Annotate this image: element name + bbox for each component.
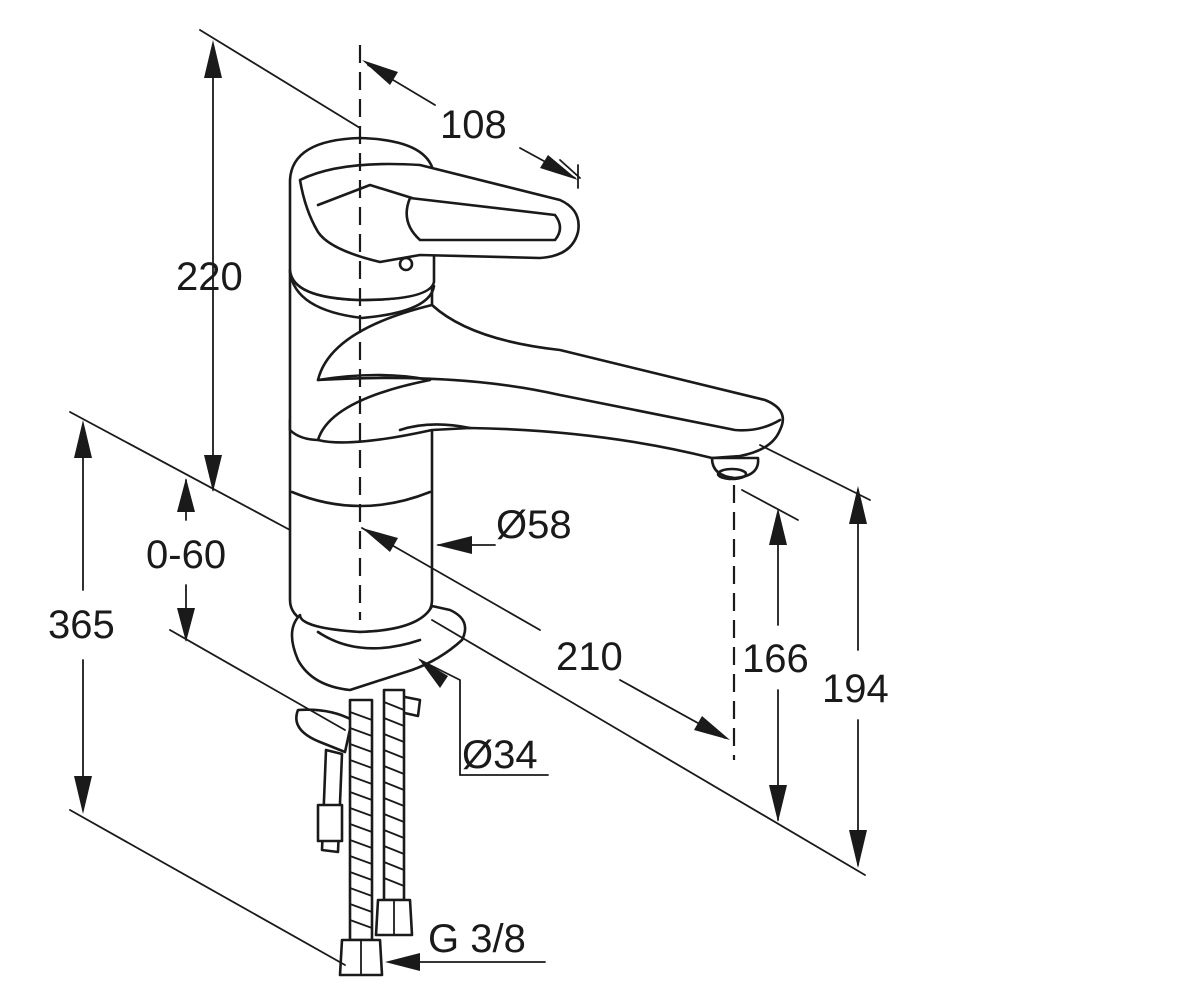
faucet [288, 136, 785, 977]
arrow-0-60-top [177, 478, 195, 512]
faucet-base-ring [316, 630, 422, 650]
label-194: 194 [822, 667, 889, 711]
ext-line-counter-top-2 [431, 619, 866, 876]
arrow-166-top [769, 508, 787, 545]
faucet-spout-top [316, 376, 782, 432]
ext-line-aerator [759, 444, 871, 501]
arrow-210-right [694, 716, 730, 740]
ext-line-top-left [199, 29, 361, 129]
ext-line-counter-bottom [169, 629, 346, 731]
label-365: 365 [48, 603, 115, 647]
leader-34 [419, 659, 549, 776]
label-166: 166 [742, 637, 809, 681]
faucet-set-screw [398, 256, 414, 272]
arrowheads [74, 40, 867, 971]
arrow-194-top [849, 486, 867, 524]
ext-line-outlet [741, 489, 799, 521]
label-0-60: 0-60 [146, 533, 226, 577]
arrow-108-left [362, 60, 398, 85]
faucet-lever [298, 162, 580, 264]
faucet-collar [288, 270, 436, 320]
arrow-166-bottom [769, 785, 787, 822]
label-diameter-34: Ø34 [462, 733, 538, 777]
arrow-58 [436, 536, 472, 554]
label-220: 220 [176, 255, 243, 299]
arrow-0-60-bottom [177, 608, 195, 642]
arrow-365-bottom [74, 776, 92, 814]
label-diameter-58: Ø58 [496, 503, 572, 547]
arrow-108-right [540, 155, 578, 180]
ext-line-108-right-tick [559, 159, 581, 179]
arrow-365-top [74, 420, 92, 458]
faucet-spout [316, 303, 785, 460]
arrow-194-bottom [849, 830, 867, 868]
arrow-220-top [204, 40, 222, 78]
mounting-bracket [295, 708, 354, 754]
dimension-lines [69, 29, 871, 966]
arrow-34 [418, 658, 448, 688]
faucet-lever-slot [405, 196, 562, 242]
arrow-210-left [362, 528, 398, 552]
flex-hose-left-braid [349, 711, 373, 929]
label-108: 108 [440, 103, 507, 147]
faucet-spout-underside [398, 423, 472, 432]
ext-line-bottom [69, 809, 346, 966]
arrow-g38 [385, 953, 420, 971]
flex-hose-left [348, 698, 374, 942]
flex-hose-right-braid [383, 701, 405, 887]
faucet-lever-inner [316, 183, 414, 207]
dimension-labels: 108 220 0-60 365 Ø58 210 166 194 Ø34 G 3… [48, 103, 889, 961]
faucet-aerator-opening [716, 467, 748, 481]
label-g-3-8: G 3/8 [428, 917, 526, 961]
arrow-220-bottom [204, 455, 222, 492]
label-210: 210 [556, 635, 623, 679]
stem-clip [316, 803, 344, 843]
ext-line-counter-top [69, 411, 291, 531]
